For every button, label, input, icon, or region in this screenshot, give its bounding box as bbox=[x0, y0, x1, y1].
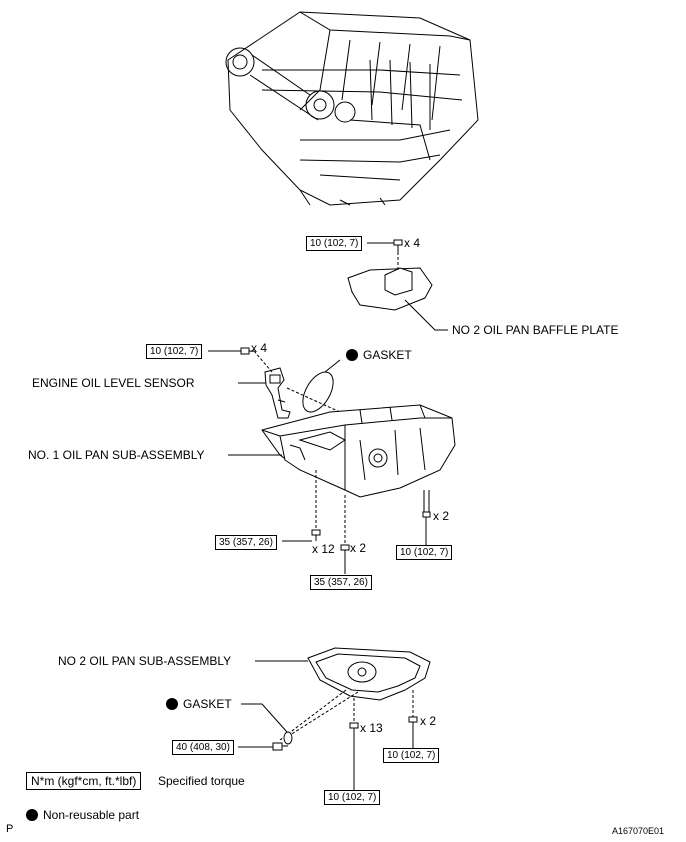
baffle-qty: x 4 bbox=[404, 236, 421, 250]
oil-pan-1-label: NO. 1 OIL PAN SUB-ASSEMBLY bbox=[28, 448, 205, 462]
specified-torque-legend: Specified torque bbox=[158, 774, 245, 788]
baffle-torque-box: 10 (102, 7) bbox=[306, 236, 363, 251]
pan1-mid-bolt bbox=[340, 544, 350, 551]
pan2-mid-qty: x 13 bbox=[360, 721, 383, 735]
sensor-qty: x 4 bbox=[251, 341, 268, 355]
pan1-left-bolt bbox=[311, 529, 321, 541]
lower-gasket-label: GASKET bbox=[166, 697, 232, 711]
pan1-left-qty: x 12 bbox=[312, 542, 335, 556]
drain-plug bbox=[272, 742, 288, 751]
figure-id: A167070E01 bbox=[612, 826, 665, 836]
non-reusable-legend: Non-reusable part bbox=[26, 808, 139, 822]
pan2-right-qty: x 2 bbox=[420, 714, 437, 728]
pan1-left-torque-box: 35 (357, 26) bbox=[215, 535, 277, 550]
baffle-plate-label: NO 2 OIL PAN BAFFLE PLATE bbox=[452, 323, 619, 337]
engine-illustration bbox=[225, 11, 479, 206]
lower-gasket-ring bbox=[283, 731, 293, 745]
pan1-right-bolt bbox=[422, 490, 431, 518]
pan1-mid-torque-box: 35 (357, 26) bbox=[310, 575, 372, 590]
pan1-mid-qty: x 2 bbox=[350, 541, 367, 555]
lower-gasket-leader bbox=[241, 703, 288, 733]
pan1-right-qty: x 2 bbox=[433, 509, 450, 523]
baffle-bolt bbox=[393, 239, 403, 252]
page-letter: P bbox=[6, 823, 14, 835]
pan2-right-bolt bbox=[408, 716, 418, 723]
torque-unit-legend: N*m (kgf*cm, ft.*lbf) bbox=[26, 772, 142, 790]
non-reusable-dot-icon bbox=[166, 698, 178, 710]
oil-level-sensor-label: ENGINE OIL LEVEL SENSOR bbox=[32, 376, 195, 390]
upper-gasket-ring bbox=[302, 371, 334, 413]
pan2-mid-torque-box: 10 (102, 7) bbox=[324, 790, 381, 805]
plug-torque-box: 40 (408, 30) bbox=[172, 740, 234, 755]
oil-pan-2-illustration bbox=[307, 647, 431, 701]
non-reusable-dot-icon bbox=[346, 349, 358, 361]
oil-pan-1-illustration bbox=[261, 404, 456, 498]
oil-pan-2-label: NO 2 OIL PAN SUB-ASSEMBLY bbox=[58, 654, 232, 668]
non-reusable-dot-icon bbox=[26, 809, 38, 821]
pan1-right-torque-box: 10 (102, 7) bbox=[396, 545, 453, 560]
oil-level-sensor-illustration bbox=[264, 367, 291, 419]
upper-gasket-label: GASKET bbox=[346, 348, 412, 362]
sensor-torque-box: 10 (102, 7) bbox=[146, 344, 203, 359]
pan2-mid-bolt bbox=[349, 722, 359, 729]
pan2-right-torque-box: 10 (102, 7) bbox=[383, 748, 440, 763]
baffle-plate-illustration bbox=[347, 267, 433, 311]
